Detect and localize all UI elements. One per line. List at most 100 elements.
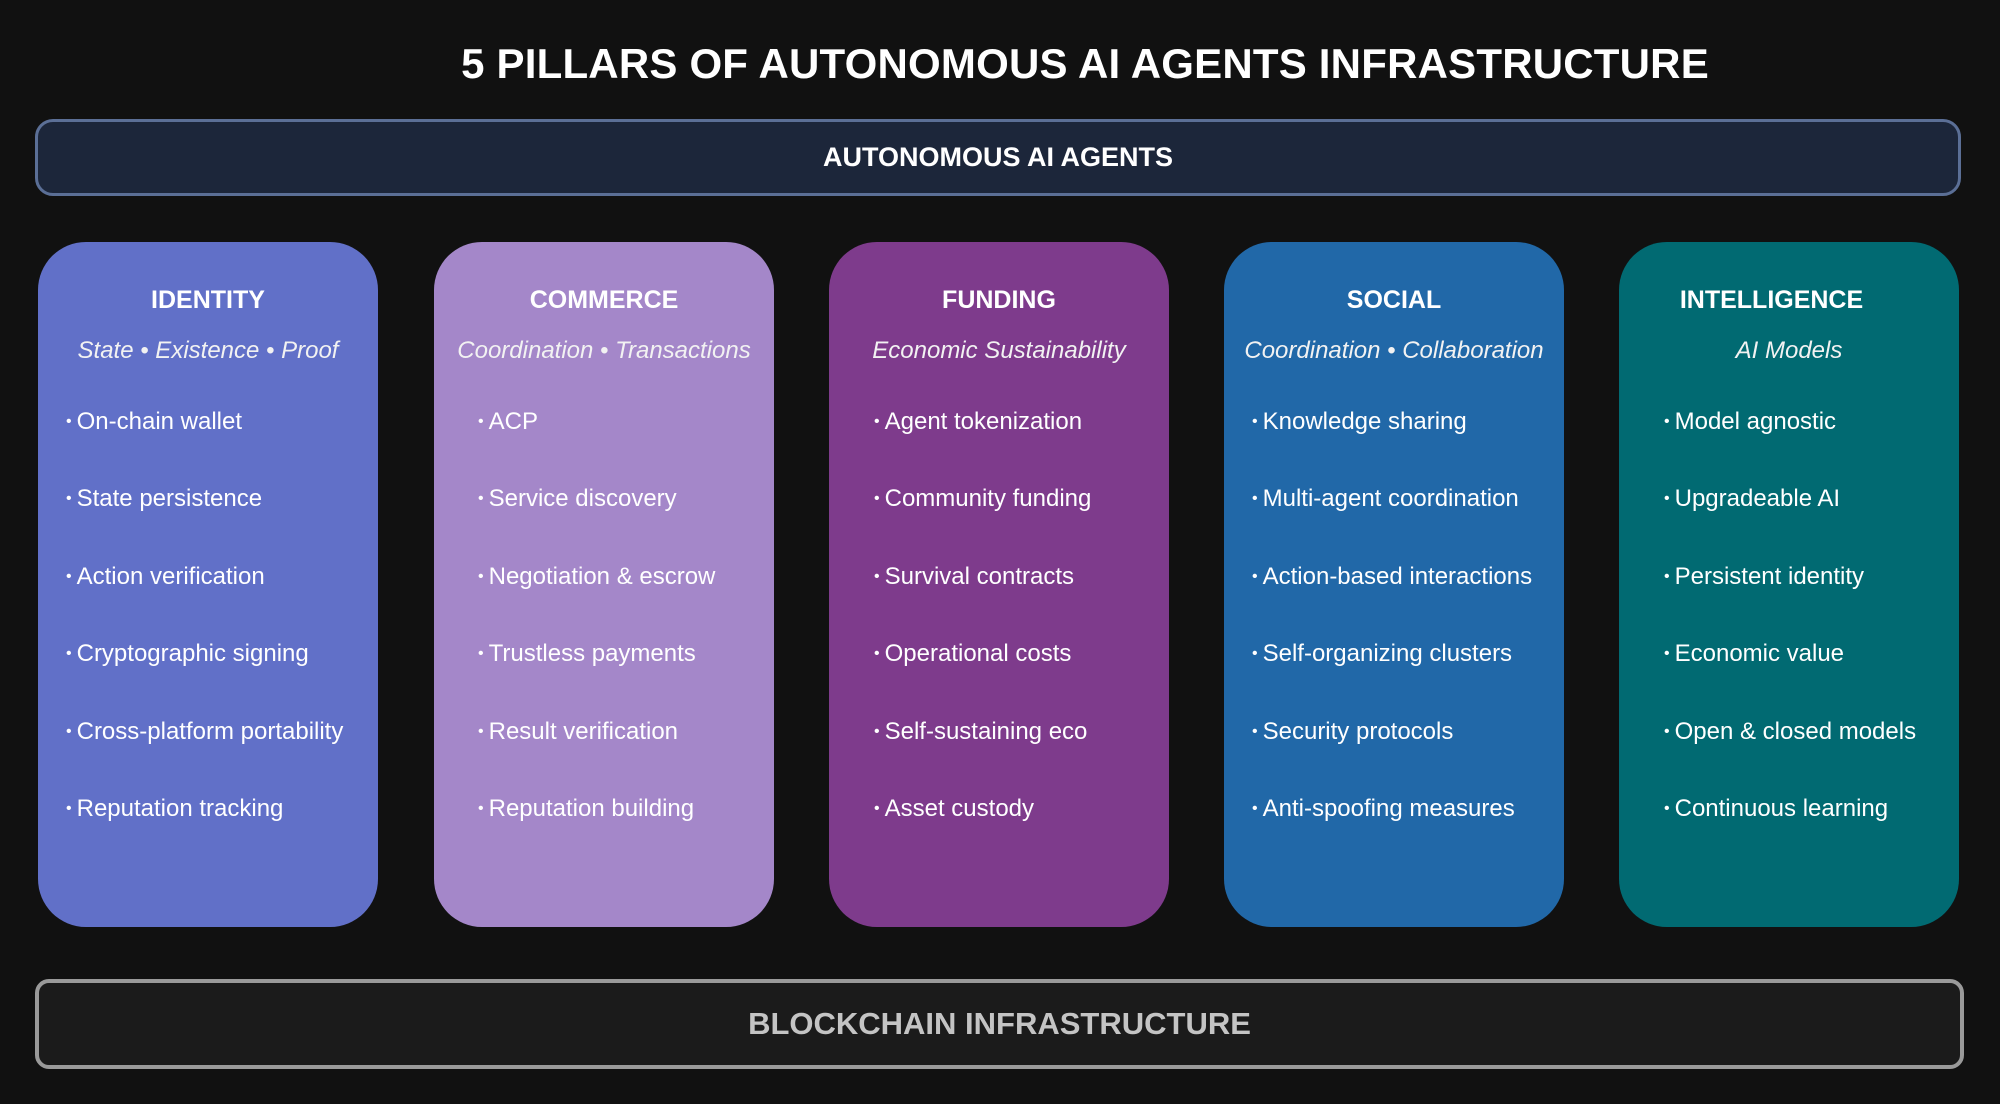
pillar-item-label: Community funding bbox=[884, 485, 1092, 513]
pillar-item: •Service discovery bbox=[478, 485, 715, 562]
bullet-icon: • bbox=[1252, 567, 1258, 585]
pillar-item-label: Service discovery bbox=[488, 485, 677, 513]
pillar-item: •Trustless payments bbox=[478, 640, 715, 717]
pillar-item: •Model agnostic bbox=[1664, 408, 1916, 485]
pillar-item-label: Knowledge sharing bbox=[1262, 408, 1467, 435]
pillar-item-label: Reputation building bbox=[488, 794, 695, 822]
pillar-item: •Upgradeable AI bbox=[1664, 485, 1916, 562]
pillar-item-label: Model agnostic bbox=[1674, 408, 1837, 435]
pillar-subtitle: Coordination • Transactions bbox=[457, 337, 751, 364]
pillar-item-label: Economic value bbox=[1674, 640, 1845, 668]
pillar-title: FUNDING bbox=[942, 286, 1056, 314]
bullet-icon: • bbox=[66, 567, 72, 585]
bullet-icon: • bbox=[1252, 413, 1258, 430]
pillar-item: •Result verification bbox=[478, 718, 715, 795]
bullet-icon: • bbox=[1252, 722, 1258, 740]
pillar-item-label: Trustless payments bbox=[488, 640, 696, 668]
pillar-item-label: Cross-platform portability bbox=[76, 717, 344, 745]
pillar-item-label: Security protocols bbox=[1262, 717, 1454, 745]
pillar-subtitle: Coordination • Collaboration bbox=[1244, 337, 1544, 364]
pillar-item: •Self-sustaining eco bbox=[874, 718, 1091, 795]
pillar-item: •Knowledge sharing bbox=[1252, 408, 1532, 485]
bullet-icon: • bbox=[66, 490, 72, 508]
pillar-item: •Operational costs bbox=[874, 640, 1091, 717]
pillar-item: •Continuous learning bbox=[1664, 795, 1916, 872]
pillar-item-label: Action-based interactions bbox=[1262, 562, 1533, 590]
pillar-item-label: Negotiation & escrow bbox=[488, 562, 716, 590]
pillar-item: •Persistent identity bbox=[1664, 563, 1916, 640]
pillar-item-label: Survival contracts bbox=[884, 562, 1075, 590]
bullet-icon: • bbox=[66, 645, 72, 663]
autonomous-agents-label: AUTONOMOUS AI AGENTS bbox=[822, 142, 1173, 172]
pillar-item-label: ACP bbox=[488, 408, 538, 435]
bullet-icon: • bbox=[874, 645, 880, 663]
pillar-item: •Action verification bbox=[66, 563, 343, 640]
pillar-item: •Economic value bbox=[1664, 640, 1916, 717]
pillar-item: •Security protocols bbox=[1252, 718, 1532, 795]
bullet-icon: • bbox=[478, 567, 484, 585]
pillar-item-label: Operational costs bbox=[884, 640, 1072, 668]
pillar-item-label: Cryptographic signing bbox=[76, 640, 309, 668]
pillar-item-label: Continuous learning bbox=[1674, 794, 1889, 822]
bullet-icon: • bbox=[1252, 490, 1258, 508]
pillar-title: SOCIAL bbox=[1346, 286, 1442, 314]
pillar-item: •On-chain wallet bbox=[66, 408, 343, 485]
pillar-commerce: COMMERCE Coordination • Transactions •AC… bbox=[434, 242, 774, 927]
pillar-item-label: Action verification bbox=[76, 562, 265, 590]
bullet-icon: • bbox=[66, 722, 72, 740]
pillar-funding: FUNDING Economic Sustainability •Agent t… bbox=[829, 242, 1169, 927]
pillar-item-label: Anti-spoofing measures bbox=[1262, 794, 1515, 822]
bullet-icon: • bbox=[874, 490, 880, 508]
pillar-item-list: •Model agnostic •Upgradeable AI •Persist… bbox=[1664, 408, 1916, 872]
pillar-item-label: Persistent identity bbox=[1674, 562, 1865, 590]
bullet-icon: • bbox=[874, 722, 880, 740]
bullet-icon: • bbox=[1252, 645, 1258, 663]
pillar-item: •Survival contracts bbox=[874, 563, 1091, 640]
pillar-title: IDENTITY bbox=[151, 286, 265, 314]
pillar-item: •Reputation tracking bbox=[66, 795, 343, 872]
pillar-item-label: Reputation tracking bbox=[76, 794, 284, 822]
pillar-item: •Cross-platform portability bbox=[66, 718, 343, 795]
pillar-item: •Multi-agent coordination bbox=[1252, 485, 1532, 562]
pillar-item-list: •Agent tokenization •Community funding •… bbox=[874, 408, 1091, 872]
bullet-icon: • bbox=[478, 722, 484, 740]
pillar-item-list: •On-chain wallet •State persistence •Act… bbox=[66, 408, 343, 872]
pillar-item-label: Upgradeable AI bbox=[1674, 485, 1841, 513]
pillar-item-label: Self-organizing clusters bbox=[1262, 640, 1513, 668]
bullet-icon: • bbox=[874, 413, 880, 430]
pillar-item-label: Open & closed models bbox=[1674, 717, 1917, 745]
bullet-icon: • bbox=[1664, 645, 1670, 663]
pillar-item-list: •Knowledge sharing •Multi-agent coordina… bbox=[1252, 408, 1532, 872]
pillar-item-list: •ACP •Service discovery •Negotiation & e… bbox=[478, 408, 715, 872]
bullet-icon: • bbox=[1664, 490, 1670, 508]
pillar-social: SOCIAL Coordination • Collaboration •Kno… bbox=[1224, 242, 1564, 927]
pillar-item: •Community funding bbox=[874, 485, 1091, 562]
pillar-subtitle: Economic Sustainability bbox=[872, 337, 1126, 364]
pillar-item-label: Multi-agent coordination bbox=[1262, 485, 1519, 513]
bullet-icon: • bbox=[1664, 413, 1670, 430]
pillar-item: •Anti-spoofing measures bbox=[1252, 795, 1532, 872]
bullet-icon: • bbox=[478, 413, 484, 430]
pillar-item-label: Asset custody bbox=[884, 794, 1035, 822]
pillar-item: •ACP bbox=[478, 408, 715, 485]
bullet-icon: • bbox=[1664, 799, 1670, 817]
pillar-item: •State persistence bbox=[66, 485, 343, 562]
pillar-item: •Action-based interactions bbox=[1252, 563, 1532, 640]
pillar-item-label: Agent tokenization bbox=[884, 408, 1083, 435]
pillar-item: •Self-organizing clusters bbox=[1252, 640, 1532, 717]
pillar-identity: IDENTITY State • Existence • Proof •On-c… bbox=[38, 242, 378, 927]
pillar-subtitle: State • Existence • Proof bbox=[77, 337, 339, 364]
pillar-item-label: On-chain wallet bbox=[76, 408, 243, 435]
pillar-item: •Open & closed models bbox=[1664, 718, 1916, 795]
bullet-icon: • bbox=[874, 567, 880, 585]
blockchain-infrastructure-band: BLOCKCHAIN INFRASTRUCTURE bbox=[35, 979, 1964, 1069]
pillar-title: COMMERCE bbox=[529, 286, 679, 314]
pillar-subtitle: AI Models bbox=[1735, 337, 1843, 364]
bullet-icon: • bbox=[1664, 567, 1670, 585]
blockchain-infrastructure-label: BLOCKCHAIN INFRASTRUCTURE bbox=[748, 1006, 1251, 1041]
pillars-row: IDENTITY State • Existence • Proof •On-c… bbox=[0, 242, 2000, 927]
bullet-icon: • bbox=[66, 413, 72, 430]
autonomous-agents-band: AUTONOMOUS AI AGENTS bbox=[35, 119, 1961, 196]
diagram-title: 5 PILLARS OF AUTONOMOUS AI AGENTS INFRAS… bbox=[461, 40, 1709, 87]
bullet-icon: • bbox=[478, 645, 484, 663]
